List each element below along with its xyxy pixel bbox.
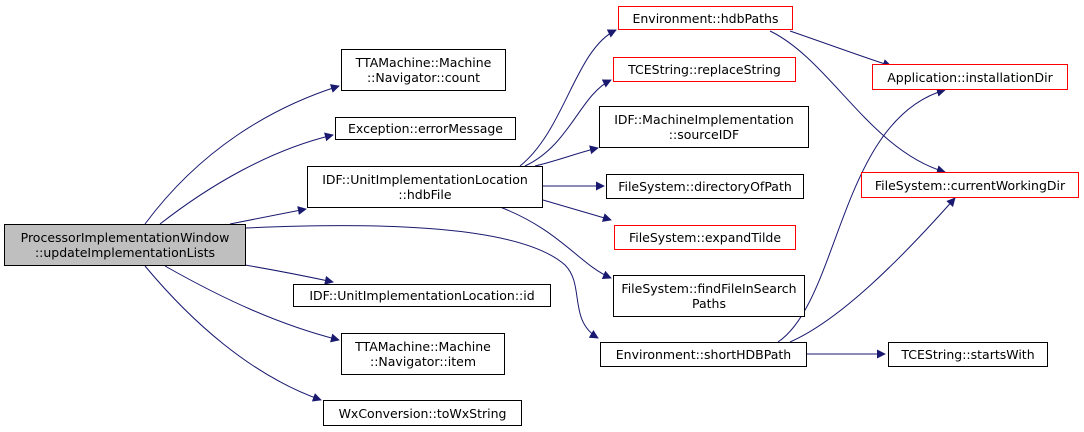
node-tcestring-replacestring[interactable]: TCEString::replaceString [613, 57, 796, 82]
edge-hdbfile-to-findfile [499, 206, 612, 280]
edge-hdbpaths-to-cwd [769, 30, 946, 175]
node-environment-hdbpaths[interactable]: Environment::hdbPaths [618, 6, 793, 30]
edge-hdbfile-to-hdbpaths [519, 29, 617, 167]
edge-hdbfile-to-replacestring [524, 79, 612, 167]
edge-root-to-shorthdbpath [244, 225, 599, 339]
edge-root-to-uil-id [244, 264, 334, 285]
edge-shorthdbpath-to-installationdir [777, 87, 946, 343]
node-idf-unit-implementation-location-hdbfile[interactable]: IDF::UnitImplementationLocation::hdbFile [307, 166, 543, 208]
node-tcestring-startswith[interactable]: TCEString::startsWith [888, 342, 1048, 367]
node-processor-implementation-window-update-implementation-lists: ProcessorImplementationWindow::updateImp… [4, 224, 246, 266]
edge-root-to-error-message [159, 132, 334, 225]
node-filesystem-expandtilde[interactable]: FileSystem::expandTilde [614, 225, 796, 250]
node-ttamachine-navigator-item[interactable]: TTAMachine::Machine::Navigator::item [341, 333, 505, 375]
node-environment-shorthdbpath[interactable]: Environment::shortHDBPath [600, 342, 807, 367]
edge-hdbfile-to-expandtilde [542, 199, 612, 222]
edge-root-to-navigator-item [164, 265, 340, 343]
node-application-installationdir[interactable]: Application::installationDir [872, 64, 1068, 90]
node-idf-machine-implementation-sourceidf[interactable]: IDF::MachineImplementation::sourceIDF [599, 106, 809, 148]
edge-root-to-towxstring [144, 265, 322, 402]
node-filesystem-directoryofpath[interactable]: FileSystem::directoryOfPath [606, 174, 804, 199]
edge-shorthdbpath-to-cwd [789, 197, 956, 343]
edge-root-to-hdbfile [229, 206, 307, 225]
edge-hdbpaths-to-installationdir [789, 30, 892, 68]
node-idf-unit-implementation-location-id[interactable]: IDF::UnitImplementationLocation::id [293, 284, 551, 307]
node-ttamachine-navigator-count[interactable]: TTAMachine::Machine::Navigator::count [341, 49, 506, 91]
node-exception-error-message[interactable]: Exception::errorMessage [335, 117, 516, 140]
node-filesystem-currentworkingdir[interactable]: FileSystem::currentWorkingDir [861, 172, 1079, 198]
edge-root-to-navigator-count [144, 84, 340, 225]
node-wxconversion-towxstring[interactable]: WxConversion::toWxString [323, 400, 522, 426]
edge-hdbfile-to-sourceidf [534, 145, 599, 167]
